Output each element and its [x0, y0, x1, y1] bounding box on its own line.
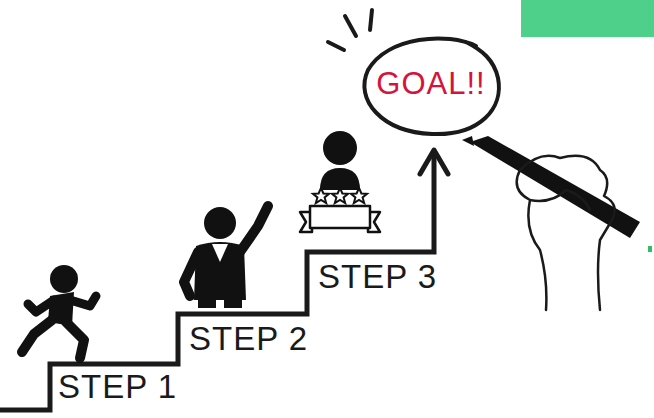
figure-arm: [184, 252, 198, 296]
figure-head: [323, 131, 357, 165]
emphasis-marks: [328, 10, 372, 50]
figure-leg: [198, 296, 216, 308]
goal-ellipse: GOAL!!: [358, 30, 504, 138]
arrow-head: [420, 150, 448, 174]
emphasis-mark: [345, 16, 356, 36]
figure-head: [204, 207, 236, 239]
step-label: STEP 2: [189, 320, 308, 358]
star: [332, 188, 348, 203]
figure-leg: [224, 296, 242, 308]
emphasis-mark: [328, 42, 344, 50]
ellipse-stroke: [364, 38, 499, 134]
marker-tip: [462, 136, 474, 146]
rating-stars: [313, 188, 367, 203]
star: [313, 188, 329, 203]
step-label: STEP 3: [318, 258, 437, 296]
step-label: STEP 1: [58, 368, 177, 406]
star: [351, 188, 367, 203]
figure-collar: [212, 244, 228, 262]
figure-leg: [22, 320, 52, 352]
hand-with-marker: [462, 136, 640, 310]
corner-tab: [521, 0, 654, 37]
figure-leg: [66, 322, 84, 358]
figure-arm: [240, 206, 268, 252]
goal-text: GOAL!!: [376, 66, 485, 102]
figure-arm: [70, 296, 96, 306]
corner-mark: [648, 246, 652, 252]
figure-head: [50, 265, 78, 293]
marker-pen: [470, 136, 640, 238]
award-figure: [300, 131, 380, 232]
ribbon-body: [310, 206, 370, 228]
figure-arm: [28, 300, 54, 312]
pointing-figure: [184, 206, 268, 308]
runner-figure: [22, 265, 96, 358]
ribbon-banner: [300, 206, 380, 232]
emphasis-mark: [370, 10, 372, 30]
hand-outline: [517, 156, 615, 310]
